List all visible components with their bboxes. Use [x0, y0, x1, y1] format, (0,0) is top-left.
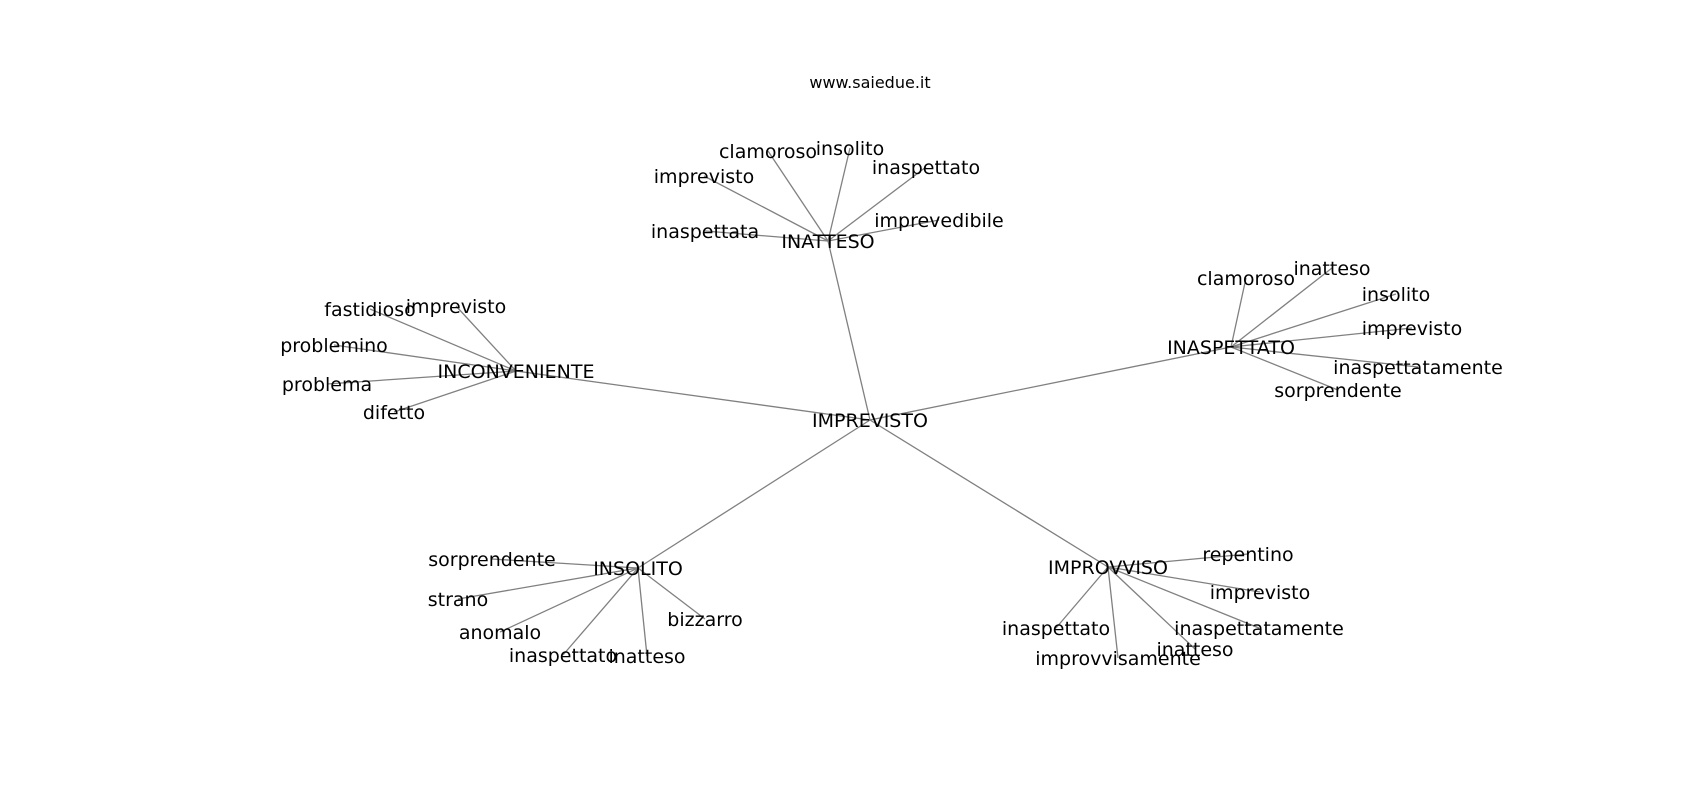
edge-improvviso-leaf	[1107, 566, 1196, 650]
edge-inatteso-leaf	[827, 219, 940, 242]
leaf-node-label: clamoroso	[719, 141, 817, 163]
leaf-node-label: inaspettata	[651, 221, 759, 243]
hub-node-label-inaspettato: INASPETTATO	[1167, 337, 1295, 359]
leaf-node-label: anomalo	[459, 622, 541, 644]
leaf-node-label: inatteso	[1293, 258, 1370, 280]
leaf-node-label: fastidioso	[324, 299, 415, 321]
hub-node-label-improvviso: IMPROVVISO	[1048, 557, 1168, 579]
edge-improvviso-leaf	[1107, 553, 1249, 568]
leaf-node-label: imprevisto	[406, 296, 506, 318]
hub-node-label-inconveniente: INCONVENIENTE	[438, 361, 595, 383]
edge-center-to-improvviso	[869, 419, 1109, 568]
edge-inaspettato-leaf	[1230, 327, 1413, 348]
leaf-node-label: repentino	[1202, 544, 1293, 566]
leaf-node-label: difetto	[363, 402, 425, 424]
leaf-node-label: inatteso	[608, 646, 685, 668]
leaf-node-label: inaspettatamente	[1174, 618, 1344, 640]
hub-node-label-insolito: INSOLITO	[593, 558, 683, 580]
center-node-label: IMPREVISTO	[812, 410, 928, 432]
leaf-node-label: problema	[282, 374, 372, 396]
edge-inconveniente-leaf	[326, 370, 517, 385]
edge-inaspettato-leaf	[1230, 267, 1333, 348]
edge-improvviso-leaf	[1107, 566, 1260, 629]
leaf-node-label: imprevedibile	[874, 210, 1004, 232]
edge-insolito-leaf	[457, 567, 639, 600]
leaf-node-label: inaspettato	[872, 157, 980, 179]
leaf-node-label: insolito	[816, 138, 884, 160]
edge-inconveniente-leaf	[455, 305, 517, 372]
leaf-node-label: sorprendente	[1274, 380, 1401, 402]
graph-edges	[326, 147, 1419, 659]
edge-inconveniente-leaf	[369, 308, 517, 372]
edge-inatteso-leaf	[704, 230, 829, 242]
edge-inatteso-leaf	[767, 150, 829, 242]
edge-insolito-leaf	[637, 567, 648, 657]
leaf-node-label: clamoroso	[1197, 268, 1295, 290]
edge-insolito-leaf	[637, 567, 706, 620]
edge-center-to-inatteso	[827, 240, 871, 421]
leaf-node-label: improvvisamente	[1035, 648, 1201, 670]
leaf-node-label: imprevisto	[1210, 582, 1310, 604]
edge-insolito-leaf	[562, 567, 639, 656]
edge-inaspettato-leaf	[1230, 277, 1247, 348]
edge-center-to-inaspettato	[869, 346, 1232, 421]
edge-center-to-insolito	[637, 419, 871, 569]
leaf-node-label: imprevisto	[1362, 318, 1462, 340]
leaf-node-label: inaspettato	[1002, 618, 1110, 640]
site-label: www.saiedue.it	[809, 73, 930, 92]
edge-inaspettato-leaf	[1230, 346, 1339, 391]
leaf-node-label: sorprendente	[428, 549, 555, 571]
edge-inaspettato-leaf	[1230, 293, 1397, 348]
edge-insolito-leaf	[491, 558, 639, 569]
edge-improvviso-leaf	[1107, 566, 1261, 593]
edge-improvviso-leaf	[1055, 566, 1109, 629]
leaf-node-label: imprevisto	[654, 166, 754, 188]
edge-inaspettato-leaf	[1230, 346, 1419, 368]
leaf-node-label: inatteso	[1156, 639, 1233, 661]
edge-inconveniente-leaf	[393, 370, 517, 413]
leaf-node-label: bizzarro	[667, 609, 742, 631]
edge-improvviso-leaf	[1107, 566, 1119, 659]
hub-node-label-inatteso: INATTESO	[781, 231, 874, 253]
leaf-node-label: problemino	[280, 335, 388, 357]
edge-inatteso-leaf	[827, 166, 927, 242]
edge-center-to-inconveniente	[515, 370, 871, 421]
leaf-node-label: inaspettato	[509, 645, 617, 667]
leaf-node-label: insolito	[1362, 284, 1430, 306]
graph-labels: IMPREVISTOINATTESOclamorosoinsolitoimpre…	[280, 138, 1503, 670]
edge-inatteso-leaf	[703, 175, 829, 242]
edge-insolito-leaf	[499, 567, 639, 633]
leaf-node-label: strano	[428, 589, 488, 611]
edge-inconveniente-leaf	[333, 344, 517, 372]
leaf-node-label: inaspettatamente	[1333, 357, 1503, 379]
edge-inatteso-leaf	[827, 147, 851, 242]
